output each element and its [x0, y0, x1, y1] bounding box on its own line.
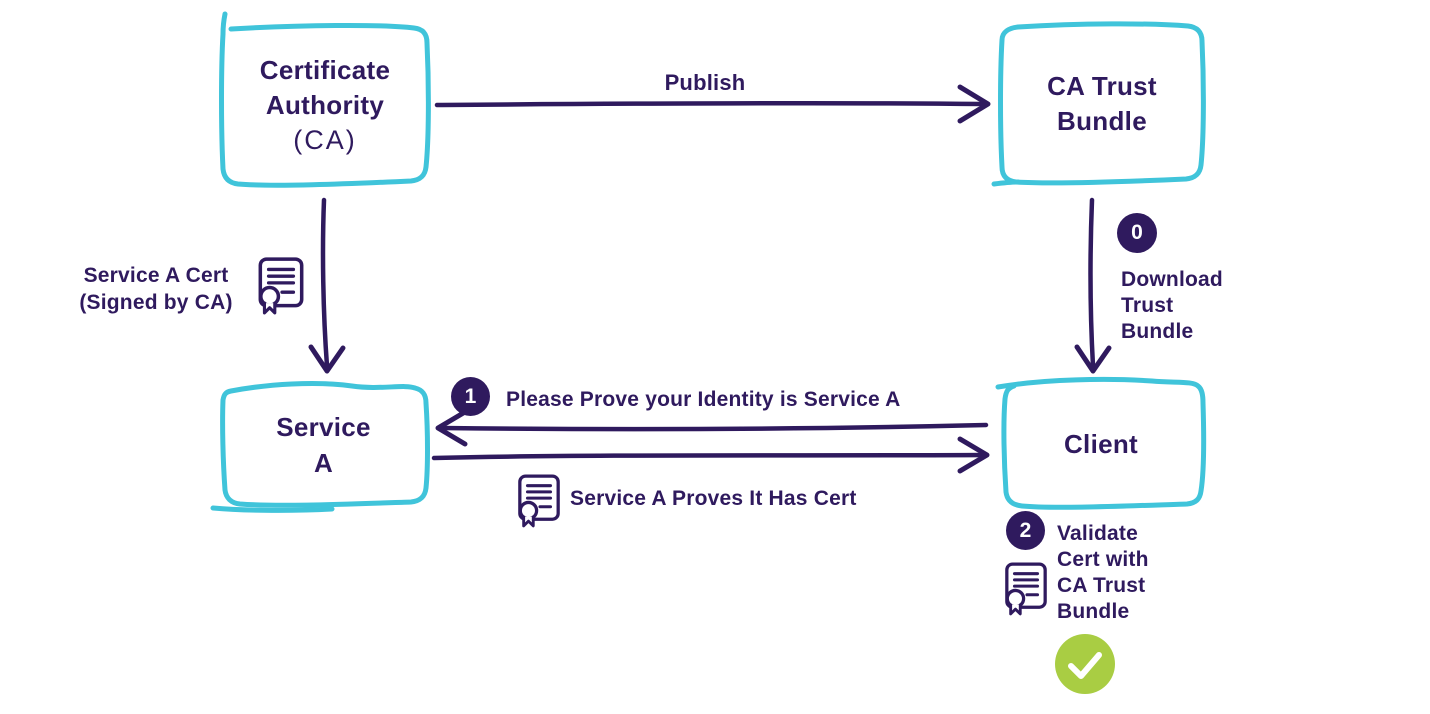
- node-label-line: CA Trust: [1047, 70, 1157, 101]
- checkmark-icon: [1055, 634, 1115, 694]
- node-client: Client: [999, 382, 1203, 507]
- arrow-ca-to-service-a: [308, 197, 346, 374]
- step-badge-1: 1: [451, 377, 490, 416]
- arrow-bundle-to-client: [1074, 197, 1112, 374]
- step-badge-2: 2: [1006, 511, 1045, 550]
- label-line: Trust: [1121, 294, 1174, 317]
- label-line: Bundle: [1057, 600, 1130, 623]
- node-certificate-authority: Certificate Authority (CA): [222, 26, 428, 184]
- label-line: Bundle: [1121, 320, 1194, 343]
- service-a-cert-label: Service A Cert (Signed by CA): [55, 262, 257, 316]
- node-label-line: Certificate: [259, 54, 391, 85]
- node-label-line: (CA): [293, 124, 357, 155]
- download-trust-bundle-label: Download Trust Bundle: [1121, 267, 1223, 345]
- arrow-service-a-to-client: [431, 436, 990, 474]
- proves-cert-label: Service A Proves It Has Cert: [570, 487, 857, 510]
- label-line: Validate: [1057, 522, 1138, 545]
- label-line: Download: [1121, 268, 1223, 291]
- label-line: Service A Cert: [83, 264, 229, 287]
- prove-identity-label: Please Prove your Identity is Service A: [506, 388, 901, 411]
- node-label-line: Client: [1063, 429, 1139, 459]
- arrow-client-to-service-a: [435, 409, 989, 447]
- node-label-line: Service: [276, 411, 371, 442]
- step-badge-0: 0: [1117, 213, 1157, 253]
- certificate-icon: [518, 474, 560, 528]
- node-ca-trust-bundle: CA Trust Bundle: [1001, 25, 1203, 182]
- validate-cert-label: Validate Cert with CA Trust Bundle: [1057, 521, 1149, 625]
- certificate-icon: [1005, 562, 1047, 616]
- node-label-line: A: [313, 447, 334, 478]
- publish-label: Publish: [664, 70, 746, 95]
- node-label-line: Bundle: [1057, 105, 1147, 136]
- label-line: Cert with: [1057, 548, 1149, 571]
- label-line: CA Trust: [1057, 574, 1146, 597]
- node-service-a: Service A: [220, 386, 427, 503]
- label-line: (Signed by CA): [79, 291, 233, 314]
- node-label-line: Authority: [265, 89, 385, 120]
- certificate-icon: [258, 257, 304, 315]
